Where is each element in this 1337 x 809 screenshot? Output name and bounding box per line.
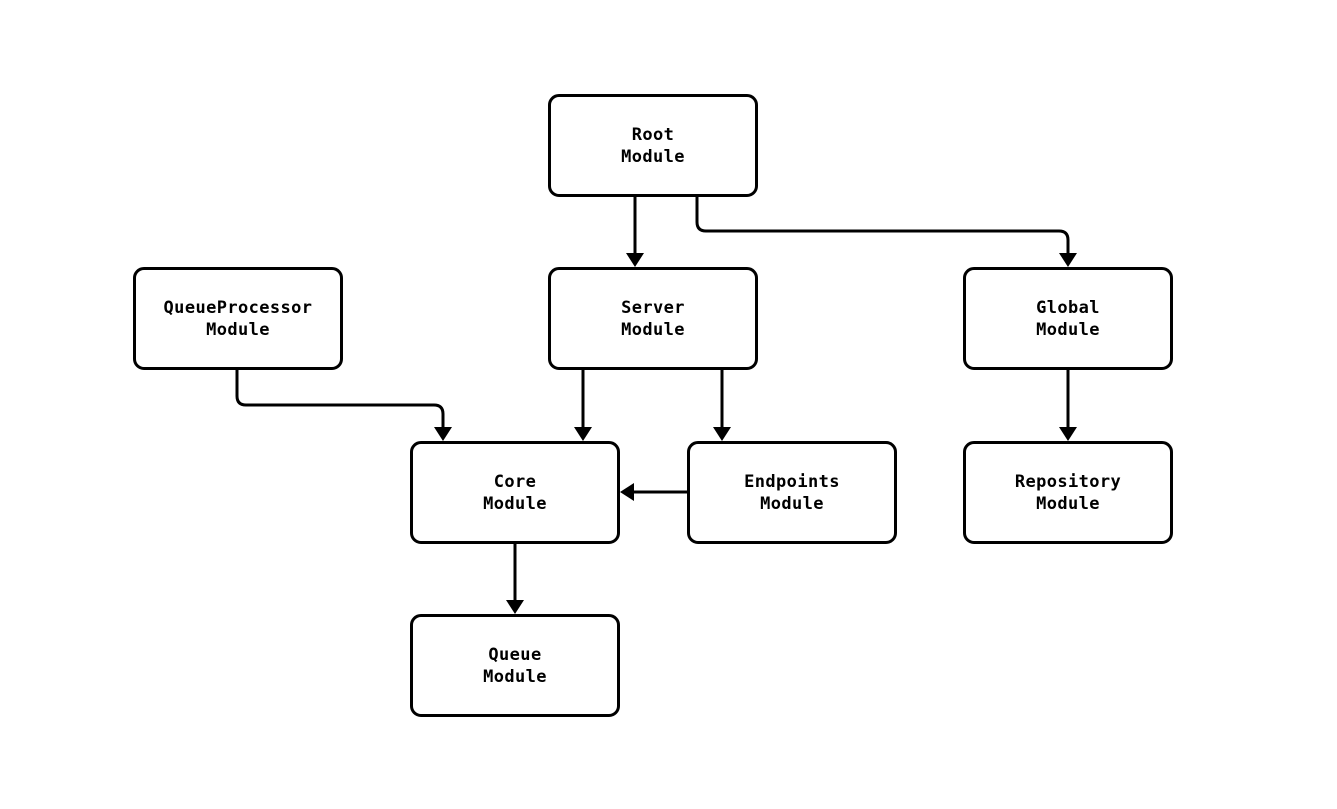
edge-server-to-endpoints bbox=[713, 370, 731, 441]
edge-root-to-global bbox=[695, 197, 1077, 267]
edge-core-to-queue bbox=[506, 544, 524, 614]
edge-queueprocessor-to-core bbox=[235, 370, 452, 441]
arrowhead-icon bbox=[1059, 427, 1077, 441]
node-label-secondary: Module bbox=[760, 493, 824, 514]
node-label-primary: Queue bbox=[488, 644, 542, 665]
node-label-secondary: Module bbox=[621, 319, 685, 340]
node-label-primary: Global bbox=[1036, 297, 1100, 318]
arrowhead-icon bbox=[713, 427, 731, 441]
arrowhead-icon bbox=[506, 600, 524, 614]
node-label-primary: Repository bbox=[1014, 471, 1122, 492]
node-label-primary: Root bbox=[631, 124, 675, 145]
arrowhead-icon bbox=[620, 483, 634, 501]
node-label-primary: QueueProcessor bbox=[163, 297, 313, 318]
node-label-primary: Server bbox=[621, 297, 685, 318]
node-label-secondary: Module bbox=[1036, 319, 1100, 340]
edge-server-to-core bbox=[574, 370, 592, 441]
arrowhead-icon bbox=[1059, 253, 1077, 267]
arrowhead-icon bbox=[574, 427, 592, 441]
arrowhead-icon bbox=[626, 253, 644, 267]
node-label-secondary: Module bbox=[1036, 493, 1100, 514]
node-label-secondary: Module bbox=[621, 146, 685, 167]
edge-global-to-repository bbox=[1059, 370, 1077, 441]
node-label-primary: Core bbox=[493, 471, 537, 492]
node-label-primary: Endpoints bbox=[744, 471, 840, 492]
edge-endpoints-to-core bbox=[620, 483, 687, 501]
arrowhead-icon bbox=[434, 427, 452, 441]
node-label-secondary: Module bbox=[206, 319, 270, 340]
node-label-secondary: Module bbox=[483, 493, 547, 514]
edge-root-to-server bbox=[626, 197, 644, 267]
node-label-secondary: Module bbox=[483, 666, 547, 687]
